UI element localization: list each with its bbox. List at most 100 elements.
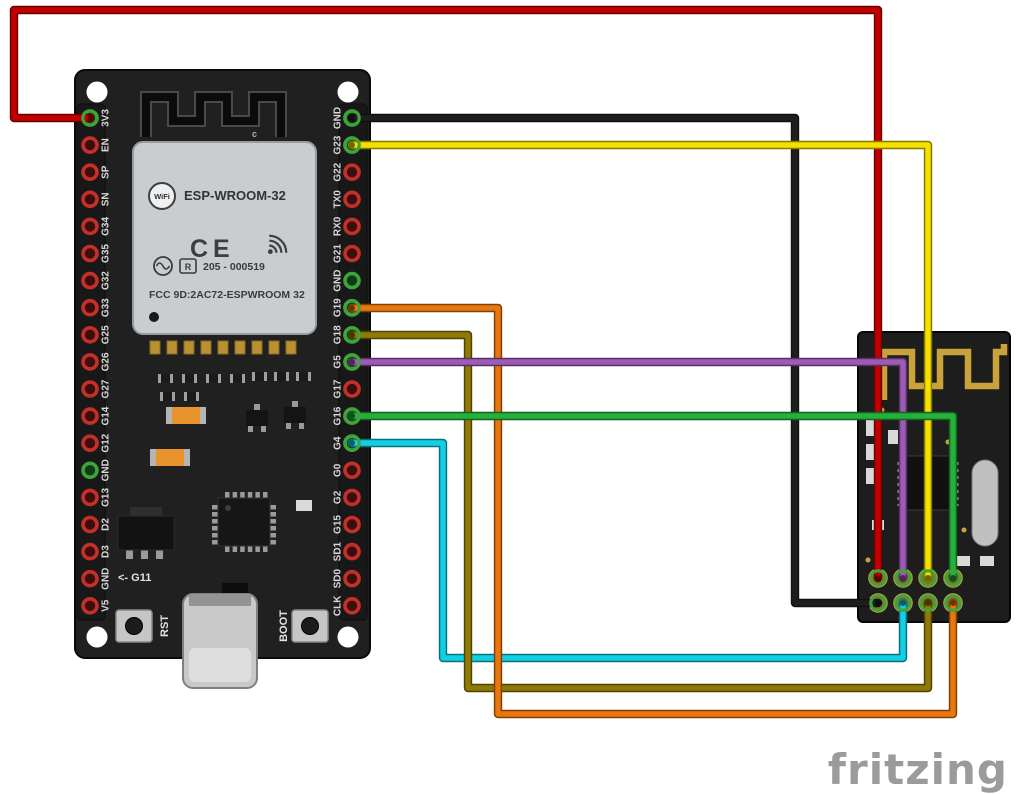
pin-label-g13: G13	[101, 488, 112, 507]
wire-endpoints-layer	[81, 109, 962, 612]
smd-component	[240, 545, 245, 552]
wire-endpoint-yellow[interactable]	[349, 142, 355, 148]
esp32-pin-left-g35[interactable]	[81, 244, 99, 263]
pin-label-v5: V5	[101, 599, 112, 612]
pin-label-g17: G17	[333, 379, 344, 398]
pin-label-g15: G15	[333, 515, 344, 534]
esp32-pin-right-sd0[interactable]	[343, 569, 361, 588]
wire-endpoint-red[interactable]	[87, 115, 93, 121]
esp32-pin-left-g25[interactable]	[81, 325, 99, 344]
sot23-transistor	[246, 410, 268, 426]
wire-endpoint-green[interactable]	[349, 413, 355, 419]
esp32-pin-right-clk[interactable]	[343, 596, 361, 615]
esp32-components	[117, 340, 312, 595]
esp32-pin-left-gnd[interactable]	[81, 461, 99, 480]
esp32-pin-right-g0[interactable]	[343, 461, 361, 480]
wire-endpoint-purple[interactable]	[349, 359, 355, 365]
smd-component	[222, 583, 248, 595]
esp32-pin-left-g33[interactable]	[81, 298, 99, 317]
esp32-pin-left-d3[interactable]	[81, 542, 99, 561]
wire-cyan[interactable]	[349, 440, 906, 661]
wire-endpoint-purple[interactable]	[900, 575, 906, 581]
esp32-pin-right-g2[interactable]	[343, 488, 361, 507]
esp32-pin-left-g14[interactable]	[81, 407, 99, 425]
esp32-board[interactable]: c WiFi ESP-WROOM-32 CE R 205 - 000519 FC…	[74, 69, 371, 689]
mounting-hole	[86, 626, 108, 648]
wire-orange[interactable]	[349, 305, 956, 717]
smd-component	[212, 505, 219, 510]
esp32-pin-right-g15[interactable]	[343, 515, 361, 534]
esp32-pin-left-en[interactable]	[81, 136, 99, 154]
esp32-pin-right-sd1[interactable]	[343, 542, 361, 561]
wires-layer[interactable]	[9, 5, 958, 719]
esp32-pin-left-g27[interactable]	[81, 380, 99, 398]
pin-label-3v3: 3V3	[101, 109, 112, 127]
wire-endpoint-yellow[interactable]	[925, 575, 931, 581]
wire-endpoint-black[interactable]	[875, 600, 881, 606]
nrf24-antenna-trace	[880, 344, 1008, 400]
smd-capacitor	[172, 407, 200, 424]
smd-component	[269, 526, 276, 531]
esp32-pin-right-g21[interactable]	[343, 244, 361, 263]
boot-button-cap[interactable]	[301, 617, 319, 635]
rst-label: RST	[159, 615, 171, 637]
esp32-pin-left-sn[interactable]	[81, 190, 99, 209]
esp32-pin-left-sp[interactable]	[81, 163, 99, 181]
castellation-pad	[251, 340, 263, 355]
connection-ring	[944, 569, 962, 587]
wire-endpoint-red[interactable]	[875, 575, 881, 581]
smd-component	[212, 519, 219, 524]
wire-endpoint-dark-yellow[interactable]	[349, 332, 355, 338]
wire-endpoint-orange[interactable]	[349, 305, 355, 311]
esp32-pin-left-g26[interactable]	[81, 353, 99, 371]
smd-component	[141, 549, 148, 559]
wire-endpoint-cyan[interactable]	[349, 440, 355, 446]
pin-label-g33: G33	[101, 298, 112, 317]
wire-green[interactable]	[349, 413, 956, 581]
smd-component	[247, 545, 253, 552]
wifi-arcs-dot	[267, 249, 273, 255]
esp32-pin-left-gnd[interactable]	[81, 569, 99, 588]
esp32-pin-left-g34[interactable]	[81, 217, 99, 236]
esp32-pin-right-rx0[interactable]	[343, 217, 361, 236]
rst-button-cap[interactable]	[125, 617, 143, 635]
wire-red[interactable]	[11, 7, 881, 581]
reg-mark-label: R	[185, 262, 192, 272]
pin-label-g2: G2	[333, 490, 344, 504]
pin-label-g12: G12	[101, 433, 112, 452]
pin-label-g0: G0	[333, 463, 344, 477]
connection-ring	[869, 569, 887, 587]
pin-label-g19: G19	[333, 298, 344, 317]
esp32-shield: WiFi ESP-WROOM-32 CE R 205 - 000519 FCC …	[132, 141, 317, 335]
smd-component	[254, 404, 260, 410]
esp32-pin-left-v5[interactable]	[81, 596, 99, 615]
pin-label-gnd: GND	[101, 459, 112, 481]
esp32-pin-left-g32[interactable]	[81, 271, 99, 290]
wire-endpoint-cyan[interactable]	[900, 600, 906, 606]
esp32-pin-right-gnd[interactable]	[343, 271, 361, 290]
cert-mark-icon	[153, 256, 173, 276]
shield-can	[132, 141, 317, 335]
wire-purple[interactable]	[349, 359, 906, 581]
esp32-pin-right-g22[interactable]	[343, 163, 361, 181]
wire-endpoint-dark-yellow[interactable]	[925, 600, 931, 606]
mounting-hole	[337, 626, 359, 648]
esp32-pin-right-tx0[interactable]	[343, 190, 361, 209]
boot-button[interactable]	[291, 609, 329, 643]
wire-endpoint-green[interactable]	[950, 575, 956, 581]
chip-pin1-dot	[225, 505, 231, 511]
esp32-pin-right-g17[interactable]	[343, 380, 361, 398]
wire-endpoint-orange[interactable]	[950, 600, 956, 606]
rst-button[interactable]	[115, 609, 153, 643]
esp32-pin-left-g13[interactable]	[81, 488, 99, 507]
wire-endpoint-black[interactable]	[349, 115, 355, 121]
shield-dot	[149, 312, 159, 322]
connection-ring	[343, 407, 361, 425]
esp32-pin-left-d2[interactable]	[81, 515, 99, 534]
smd-component	[212, 512, 219, 517]
connection-ring	[343, 299, 361, 317]
wire-yellow[interactable]	[349, 142, 931, 581]
esp32-pin-left-g12[interactable]	[81, 434, 99, 453]
wire-dark-yellow[interactable]	[349, 332, 931, 691]
sot23-transistor	[284, 407, 306, 423]
